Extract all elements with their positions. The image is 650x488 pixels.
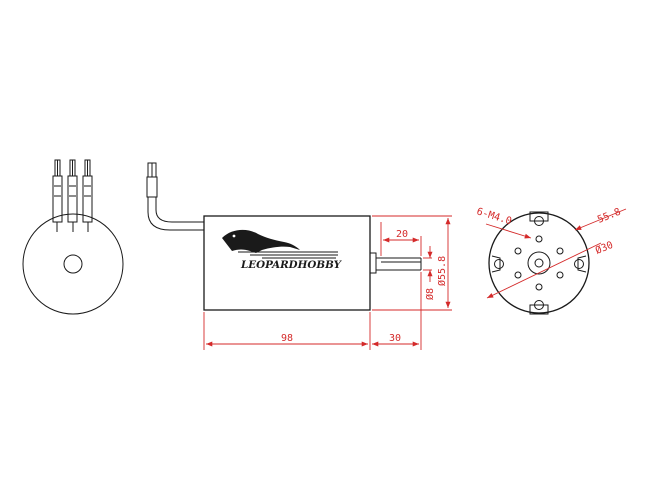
dimension-bolt-circle: Ø30 <box>486 239 615 299</box>
dim-98-label: 98 <box>281 333 293 344</box>
screw-spec-label: 6-M4.0 <box>475 206 513 227</box>
motor-wires <box>52 159 93 232</box>
dim-20-label: 20 <box>396 229 408 240</box>
dim-8-label: Ø8 <box>424 288 436 300</box>
dimension-shaft-diameter: Ø8 <box>424 246 436 300</box>
motor-shaft <box>376 257 422 271</box>
side-wire <box>146 162 204 231</box>
front-face-view: 6-M4.0 55.8 Ø30 <box>475 206 627 315</box>
dimension-body-length: 98 <box>206 333 368 347</box>
dim-55-8-label: Ø55.8 <box>436 256 448 286</box>
leopard-logo: LEOPARDHOBBY <box>222 229 342 271</box>
brand-text: LEOPARDHOBBY <box>240 259 342 271</box>
end-view-rear <box>22 159 124 315</box>
dimension-flat-length: 20 <box>383 229 422 256</box>
dimension-shaft-length: 30 <box>372 333 419 347</box>
bolt-holes <box>514 235 564 291</box>
dim-30-label: 30 <box>389 333 401 344</box>
dimension-body-diameter: Ø55.8 <box>436 218 451 308</box>
dimension-face-outer: 55.8 <box>574 207 627 231</box>
bolt-circle-label: Ø30 <box>594 239 615 257</box>
dimension-screw-spec: 6-M4.0 <box>475 206 532 239</box>
face-outer-label: 55.8 <box>596 207 622 226</box>
side-view: LEOPARDHOBBY 98 30 20 Ø55.8 <box>146 162 452 350</box>
